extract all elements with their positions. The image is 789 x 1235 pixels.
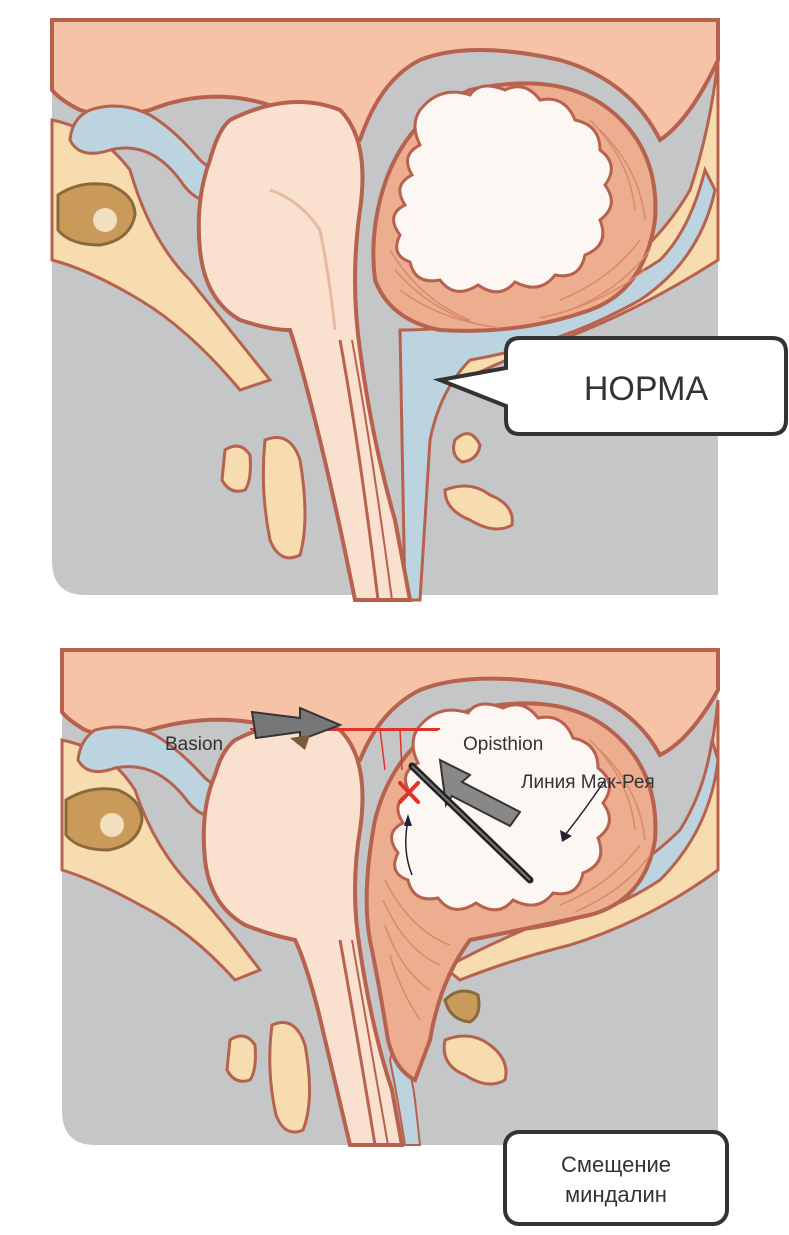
chiari-vertebra-1 [227, 1036, 255, 1081]
chiari-sella-highlight [100, 813, 124, 837]
tonsil-callout: Смещение миндалин [505, 1132, 727, 1224]
normal-callout-label: НОРМА [584, 370, 709, 408]
tonsil-callout-bubble [505, 1132, 727, 1224]
normal-sella-highlight [93, 208, 117, 232]
chiari-panel: Basion Opisthion Линия Мак-Рея Смещение … [62, 650, 727, 1224]
normal-panel: НОРМА [52, 20, 786, 600]
normal-vertebra-1 [222, 446, 250, 491]
chiari-vertebra-2 [270, 1023, 310, 1133]
normal-vertebra-2 [263, 438, 305, 558]
tonsil-callout-line2: миндалин [565, 1182, 667, 1207]
opisthion-label: Opisthion [463, 734, 543, 755]
basion-label: Basion [165, 734, 223, 755]
tonsil-callout-line1: Смещение [561, 1152, 671, 1177]
mcrae-line-label: Линия Мак-Рея [521, 772, 655, 793]
